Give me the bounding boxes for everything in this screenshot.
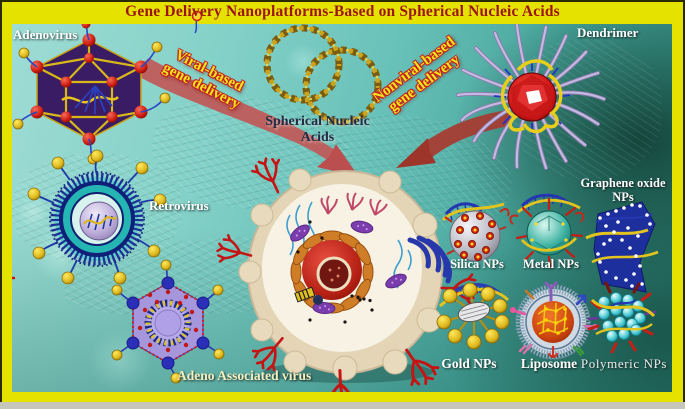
viral-arrow: [136, 58, 359, 177]
retrovirus-label: Retrovirus: [149, 198, 209, 213]
cell-dots: [296, 220, 374, 324]
retrovirus-dna: [83, 216, 117, 225]
centriole: [294, 286, 316, 303]
cell-illustration: [12, 152, 479, 392]
bottom-strip: [0, 402, 685, 409]
gold-label: Gold NPs: [441, 356, 497, 371]
graphene-dots: [596, 203, 652, 288]
dendrimer-gem-core: [526, 90, 542, 104]
gold-np-illustration: [436, 282, 510, 350]
silica-pores: [453, 211, 496, 261]
scene-background: [12, 24, 672, 392]
graphene-oxide-illustration: [585, 201, 659, 293]
dendrimer-dna-ribbon: [500, 59, 563, 134]
sna-rings: [263, 24, 382, 126]
liposome-label: Liposome: [520, 356, 578, 371]
dendrimer-illustration: [456, 24, 606, 170]
silica-label: Silica NPs: [450, 257, 504, 271]
stray-spike-ball: [191, 10, 203, 34]
retrovirus-illustration: [27, 149, 167, 285]
figure-title: Gene Delivery Nanoplatforms-Based on Sph…: [125, 3, 560, 20]
metal-spikes: [515, 197, 584, 269]
polymeric-label: Polymeric NPs: [580, 356, 668, 371]
graphene-label-line2: NPs: [612, 190, 634, 204]
nonviral-arrowhead: [396, 138, 436, 168]
golgi-apparatus: [407, 235, 452, 284]
sna-label-line1: Spherical Nucleic: [265, 114, 370, 129]
adenovirus-illustration: [12, 24, 171, 165]
graphene-label: Graphene oxide NPs: [573, 176, 673, 204]
liposome-mesh: [536, 302, 569, 335]
aav-genome-dots: [137, 289, 199, 353]
retrovirus-core: [79, 201, 119, 241]
dendrimer-label: Dendrimer: [577, 25, 639, 40]
silica-np-illustration: [441, 202, 510, 262]
polymeric-np-illustration: [587, 281, 657, 354]
aav-illustration: [111, 259, 225, 384]
adenovirus-dna: [61, 95, 119, 104]
liposome-illustration: [510, 281, 598, 360]
pink-chromatin: [320, 192, 388, 216]
scene-art: [12, 24, 659, 392]
mitochondria: [290, 220, 407, 315]
sna-label-line2: Acids: [300, 130, 335, 145]
aav-label: Adeno Associated virus: [177, 368, 312, 383]
sna-label: Spherical Nucleic Acids: [255, 114, 380, 146]
graphene-sheet: [593, 201, 656, 293]
metal-np-illustration: [509, 193, 584, 269]
adenovirus-label: Adenovirus: [13, 27, 78, 42]
polymeric-beads: [598, 292, 646, 342]
metal-label: Metal NPs: [523, 257, 579, 271]
graphene-label-line1: Graphene oxide: [580, 176, 666, 190]
viral-arrowhead: [317, 144, 359, 177]
